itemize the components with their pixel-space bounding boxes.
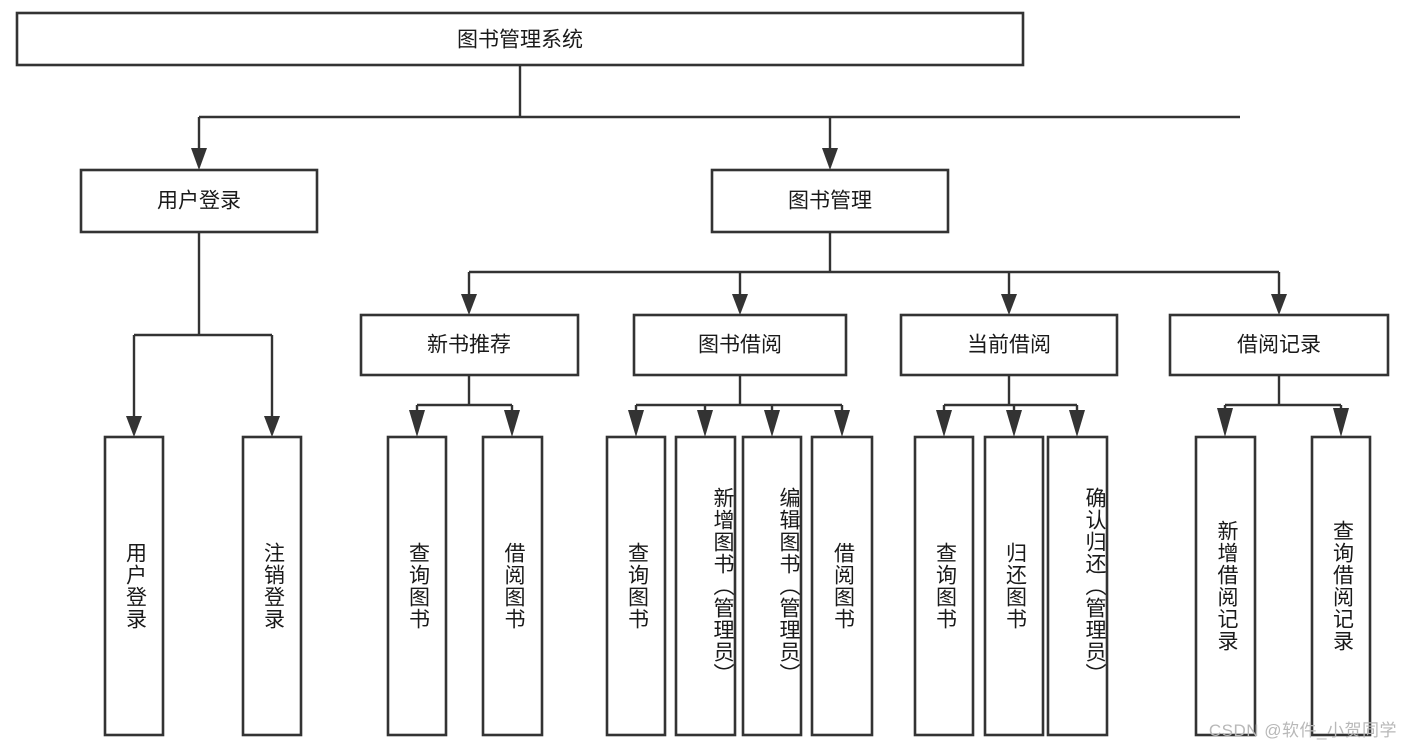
leaf-box-borrow-books-new[interactable] bbox=[481, 435, 544, 737]
arrowhead-icon bbox=[697, 410, 713, 437]
node-book-management-box[interactable] bbox=[710, 168, 950, 234]
node-user-login[interactable]: 用户登录 bbox=[79, 168, 319, 234]
node-borrow-records[interactable]: 借阅记录 bbox=[1168, 313, 1390, 377]
arrowhead-icon bbox=[504, 410, 520, 437]
node-borrow-records-label: 借阅记录 bbox=[1237, 334, 1321, 357]
node-new-book-recommend[interactable]: 新书推荐 bbox=[359, 313, 580, 377]
leaf-box-user-login[interactable] bbox=[103, 435, 165, 737]
arrowhead-icon bbox=[936, 410, 952, 437]
connector-root-to-level2 bbox=[191, 65, 1240, 170]
node-root[interactable]: 图书管理系统 bbox=[15, 11, 1025, 67]
leaf-box-query-books-borrow[interactable] bbox=[605, 435, 667, 737]
leaf-box-logout[interactable] bbox=[241, 435, 303, 737]
arrowhead-icon bbox=[264, 416, 280, 437]
leaf-boxes-group bbox=[103, 435, 1372, 737]
arrowhead-icon bbox=[1271, 294, 1287, 315]
node-book-borrow-box[interactable] bbox=[632, 313, 848, 377]
arrowhead-icon bbox=[1217, 408, 1233, 437]
node-current-borrow-box[interactable] bbox=[899, 313, 1119, 377]
leaf-box-add-borrow-record[interactable] bbox=[1194, 435, 1257, 737]
connector-books-to-level3 bbox=[461, 232, 1287, 315]
arrowhead-icon bbox=[1001, 294, 1017, 315]
arrowhead-icon bbox=[191, 148, 207, 170]
node-current-borrow-label: 当前借阅 bbox=[967, 334, 1051, 357]
arrowhead-icon bbox=[126, 416, 142, 437]
arrowhead-icon bbox=[834, 410, 850, 437]
connector-records-to-leaves bbox=[1217, 375, 1349, 437]
leaf-box-query-books-current[interactable] bbox=[913, 435, 975, 737]
leaf-box-confirm-return-admin[interactable] bbox=[1046, 435, 1109, 737]
connector-newbooks-to-leaves bbox=[409, 375, 520, 437]
node-new-book-recommend-label: 新书推荐 bbox=[427, 334, 511, 357]
arrowhead-icon bbox=[409, 410, 425, 437]
node-user-login-label: 用户登录 bbox=[157, 190, 241, 213]
node-borrow-records-box[interactable] bbox=[1168, 313, 1390, 377]
leaf-box-return-books[interactable] bbox=[983, 435, 1045, 737]
leaf-box-query-books-new[interactable] bbox=[386, 435, 448, 737]
node-book-management-label: 图书管理 bbox=[788, 190, 872, 213]
arrowhead-icon bbox=[764, 410, 780, 437]
arrowhead-icon bbox=[732, 294, 748, 315]
leaf-box-query-borrow-record[interactable] bbox=[1310, 435, 1372, 737]
connector-current-to-leaves bbox=[936, 375, 1085, 437]
arrowhead-icon bbox=[1069, 410, 1085, 437]
node-root-label: 图书管理系统 bbox=[457, 29, 583, 52]
arrowhead-icon bbox=[1006, 410, 1022, 437]
csdn-watermark: CSDN @软件_小贺同学 bbox=[1208, 721, 1397, 740]
node-root-box[interactable] bbox=[15, 11, 1025, 67]
node-new-book-recommend-box[interactable] bbox=[359, 313, 580, 377]
node-book-management[interactable]: 图书管理 bbox=[710, 168, 950, 234]
arrowhead-icon bbox=[822, 148, 838, 170]
arrowhead-icon bbox=[461, 294, 477, 315]
connector-login-to-leaves bbox=[126, 232, 280, 437]
leaf-box-add-book-admin[interactable] bbox=[674, 435, 737, 737]
leaf-box-borrow-books[interactable] bbox=[810, 435, 874, 737]
arrowhead-icon bbox=[1333, 408, 1349, 437]
node-book-borrow-label: 图书借阅 bbox=[698, 334, 782, 357]
arrowhead-icon bbox=[628, 410, 644, 437]
node-user-login-box[interactable] bbox=[79, 168, 319, 234]
connector-borrow-to-leaves bbox=[628, 375, 850, 437]
node-book-borrow[interactable]: 图书借阅 bbox=[632, 313, 848, 377]
node-current-borrow[interactable]: 当前借阅 bbox=[899, 313, 1119, 377]
leaf-box-edit-book-admin[interactable] bbox=[741, 435, 803, 737]
